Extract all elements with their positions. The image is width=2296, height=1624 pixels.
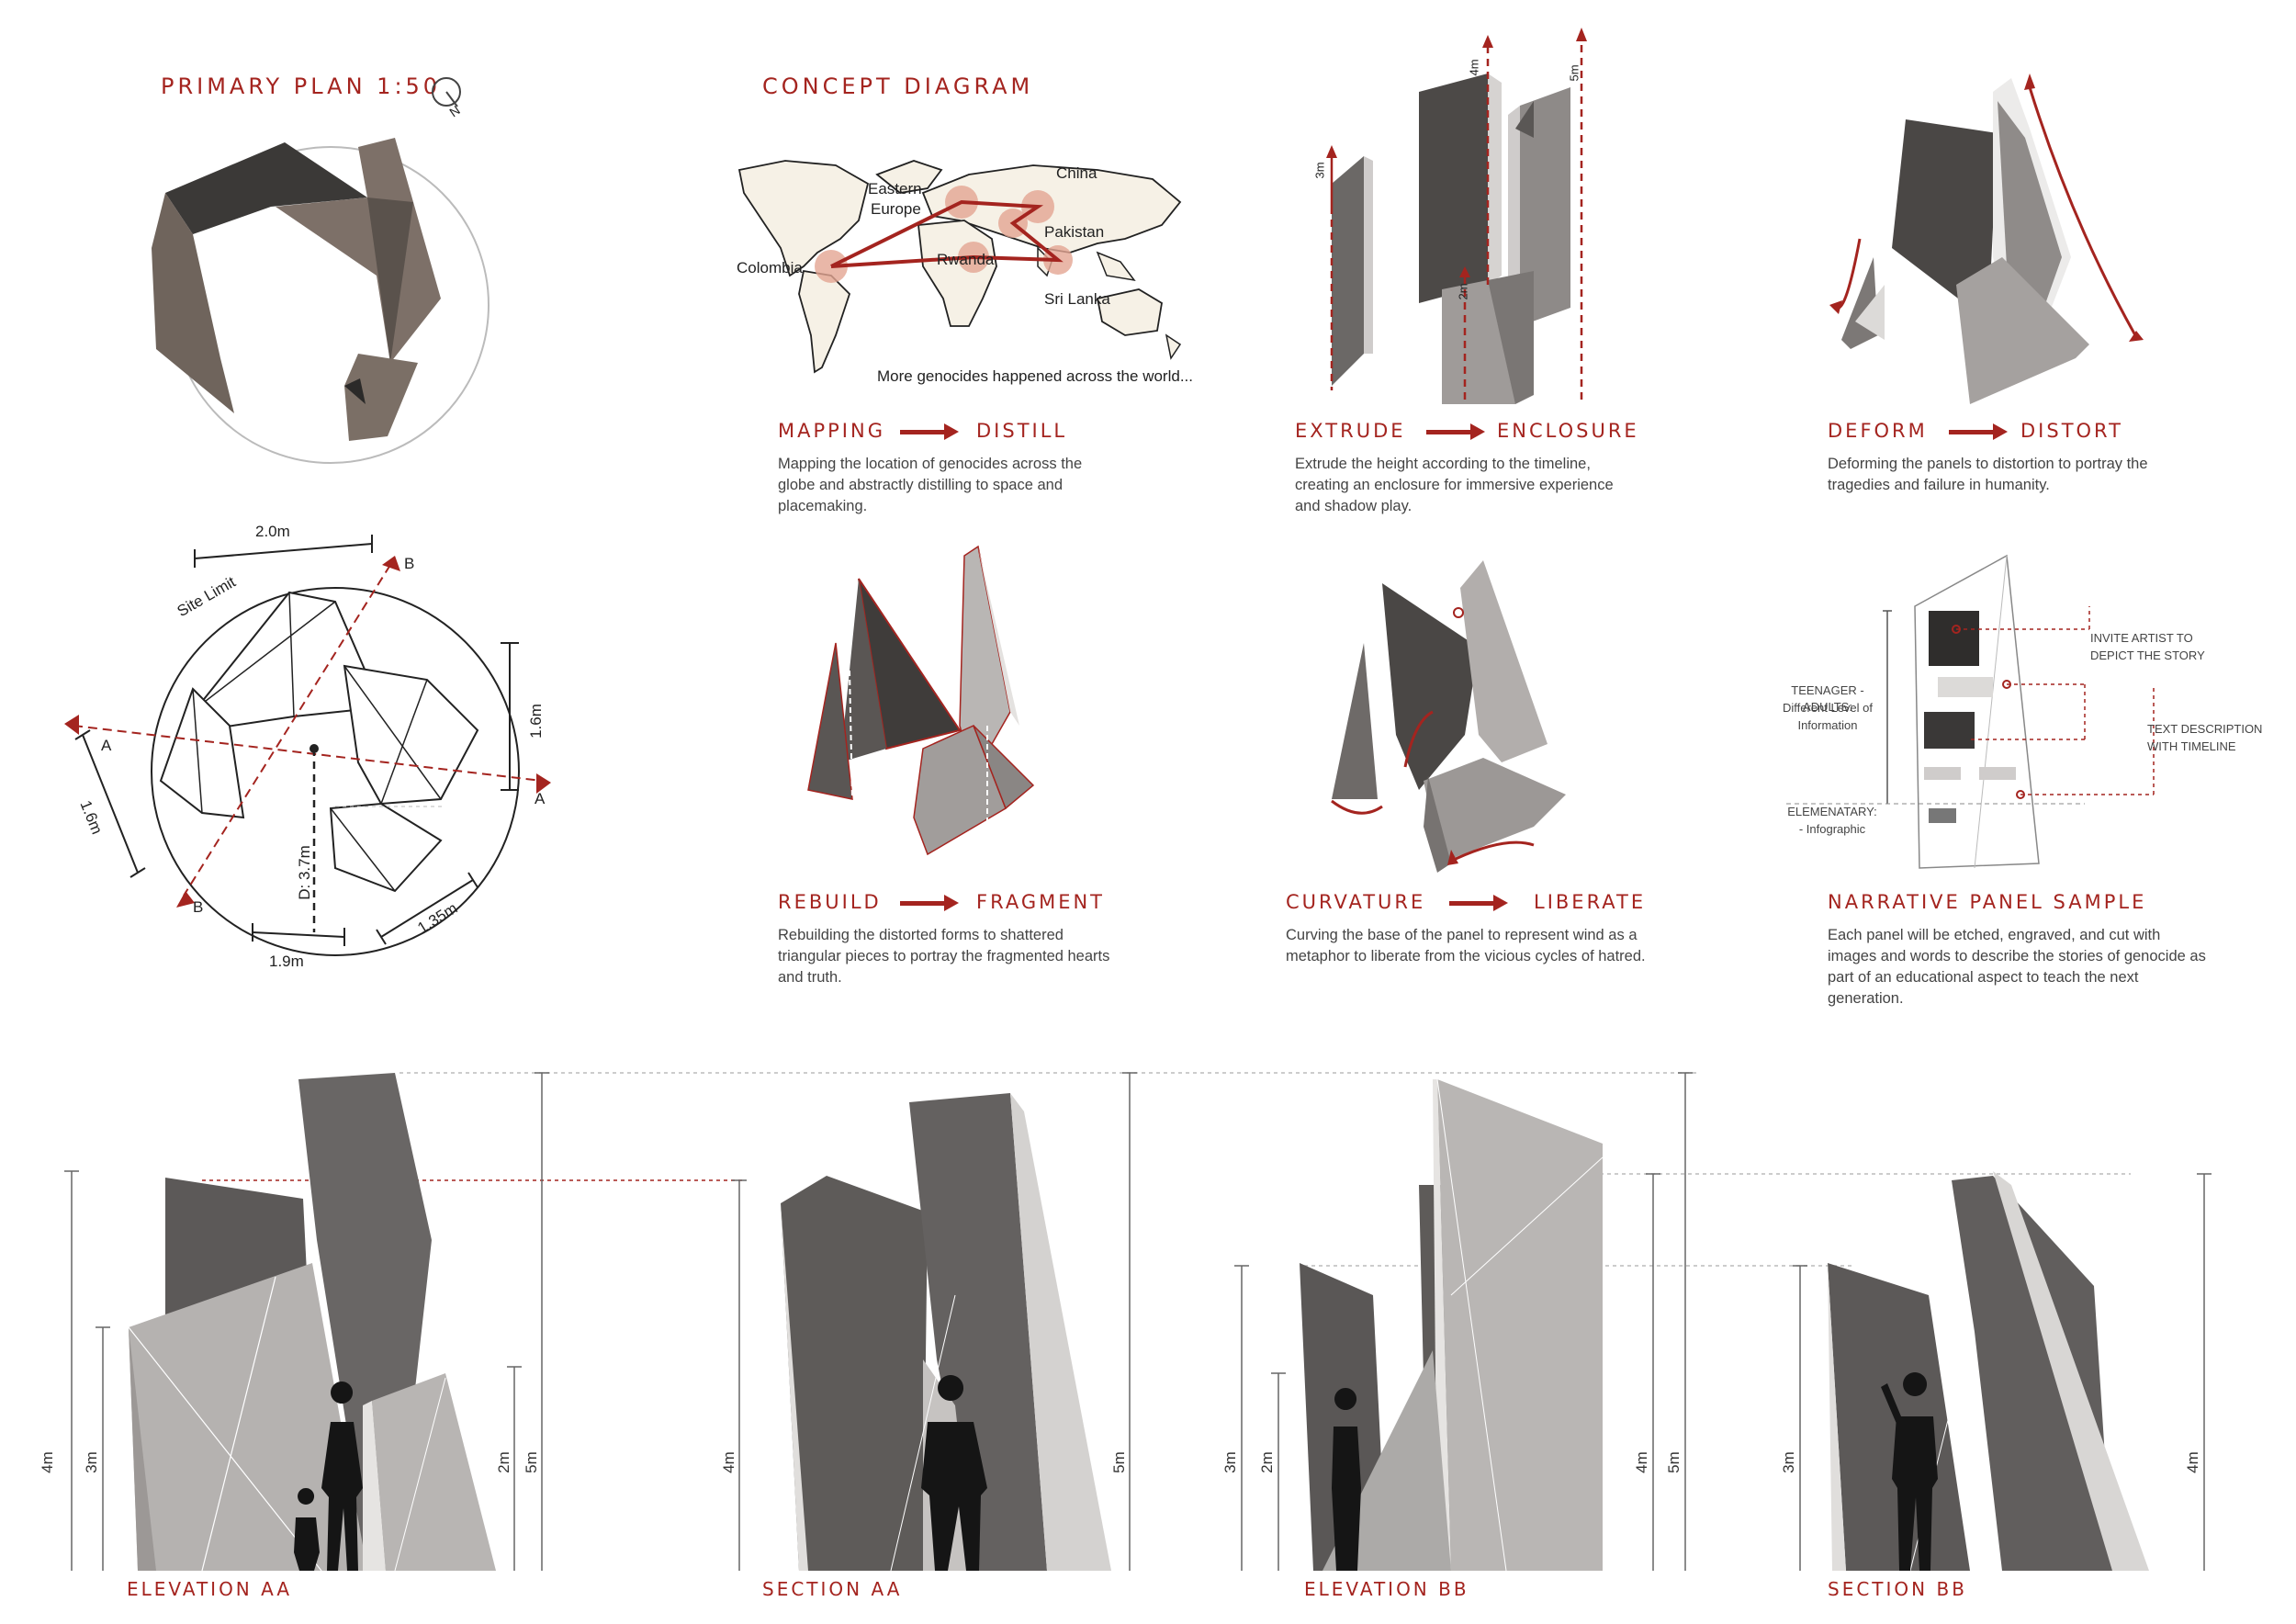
label-sri-lanka: Sri Lanka: [1044, 290, 1110, 308]
teen-label-2: Different Level of: [1782, 701, 1874, 715]
elem-label-1: ELEMENATARY:: [1787, 805, 1877, 818]
step2-text: Extrude the height according to the time…: [1295, 456, 1614, 514]
step5-arrow-icon: [1449, 895, 1508, 911]
section-a-right: A: [535, 790, 546, 807]
curvature-diagram: [1331, 560, 1566, 873]
teen-label-3: Information: [1797, 718, 1858, 732]
step4-arrow-icon: [900, 895, 959, 911]
step3-left: DEFORM: [1828, 420, 1928, 442]
sec-bb-3m: 3m: [1779, 1451, 1797, 1473]
narrative-text: Each panel will be etched, engraved, and…: [1828, 927, 2206, 1007]
step5-text: Curving the base of the panel to represe…: [1286, 927, 1646, 964]
elev-bb-2m: 2m: [1257, 1451, 1276, 1473]
map-caption: More genocides happened across the world…: [877, 367, 1193, 385]
elev-aa-3m: 3m: [82, 1451, 100, 1473]
plan-dimension-diagram: [64, 535, 551, 956]
elev-bb-3m: 3m: [1221, 1451, 1239, 1473]
textdesc-label-2: WITH TIMELINE: [2147, 739, 2236, 753]
step1-text: Mapping the location of genocides across…: [778, 456, 1083, 514]
dim-1-9m: 1.9m: [269, 953, 304, 970]
world-map: [737, 160, 1182, 374]
step1-arrow-icon: [900, 423, 959, 440]
invite-label-1: INVITE ARTIST TO: [2090, 631, 2193, 645]
dim-diameter: D: 3.7m: [295, 845, 313, 900]
step5-left: CURVATURE: [1286, 891, 1426, 913]
elev-bb-5m: 5m: [1664, 1451, 1683, 1473]
extrude-3m: 3m: [1312, 162, 1327, 179]
section-bb-label: SECTION BB: [1828, 1578, 1967, 1600]
extrude-2m: 2m: [1456, 283, 1470, 300]
extrude-5m: 5m: [1567, 64, 1581, 82]
step5-right: LIBERATE: [1534, 891, 1647, 913]
elev-aa-4m: 4m: [38, 1451, 56, 1473]
label-colombia: Colombia: [737, 259, 803, 276]
north-arrow-icon: [432, 77, 461, 107]
step2-left: EXTRUDE: [1295, 420, 1406, 442]
elevations-drawing: [64, 1072, 2212, 1572]
step1-right: DISTILL: [976, 420, 1068, 442]
extrude-diagram: [1326, 28, 1587, 404]
section-b-top: B: [404, 555, 415, 572]
dim-2-0m: 2.0m: [255, 523, 290, 540]
primary-plan-title: PRIMARY PLAN 1:50: [161, 73, 442, 99]
primary-plan-render: [152, 138, 490, 464]
label-europe: Europe: [871, 200, 921, 218]
elem-label-2: - Infographic: [1798, 822, 1866, 836]
narrative-title: NARRATIVE PANEL SAMPLE: [1828, 891, 2147, 913]
sec-aa-4m: 4m: [719, 1451, 737, 1473]
section-b-bottom: B: [193, 898, 204, 916]
step2-right: ENCLOSURE: [1497, 420, 1639, 442]
step3-arrow-icon: [1949, 423, 2008, 440]
elev-aa-2m: 2m: [494, 1451, 512, 1473]
elev-bb-4m: 4m: [1632, 1451, 1650, 1473]
section-a-left: A: [101, 737, 112, 754]
concept-diagram-title: CONCEPT DIAGRAM: [762, 73, 1034, 99]
step4-right: FRAGMENT: [976, 891, 1106, 913]
sec-aa-5m: 5m: [1109, 1451, 1128, 1473]
elev-aa-5m: 5m: [522, 1451, 540, 1473]
dim-1-6m-right: 1.6m: [526, 704, 545, 739]
deform-diagram: [1829, 73, 2144, 404]
teen-label-1: TEENAGER - ADULTS:: [1791, 683, 1864, 714]
elevation-bb-label: ELEVATION BB: [1304, 1578, 1469, 1600]
step1-left: MAPPING: [778, 420, 885, 442]
sec-bb-4m: 4m: [2183, 1451, 2201, 1473]
label-eastern: Eastern: [868, 180, 922, 197]
step3-text: Deforming the panels to distortion to po…: [1828, 456, 2148, 493]
label-china: China: [1056, 164, 1097, 182]
step4-text: Rebuilding the distorted forms to shatte…: [778, 927, 1110, 986]
label-pakistan: Pakistan: [1044, 223, 1105, 241]
narrative-panel-diagram: [1786, 554, 2155, 869]
section-aa-label: SECTION AA: [762, 1578, 903, 1600]
step2-arrow-icon: [1426, 423, 1485, 440]
invite-label-2: DEPICT THE STORY: [2090, 648, 2205, 662]
label-rwanda: Rwanda: [937, 251, 995, 268]
step3-right: DISTORT: [2020, 420, 2123, 442]
elevation-aa-label: ELEVATION AA: [127, 1578, 293, 1600]
textdesc-label-1: TEXT DESCRIPTION: [2147, 722, 2263, 736]
extrude-4m: 4m: [1467, 59, 1481, 76]
rebuild-diagram: [807, 545, 1035, 856]
step4-left: REBUILD: [778, 891, 882, 913]
